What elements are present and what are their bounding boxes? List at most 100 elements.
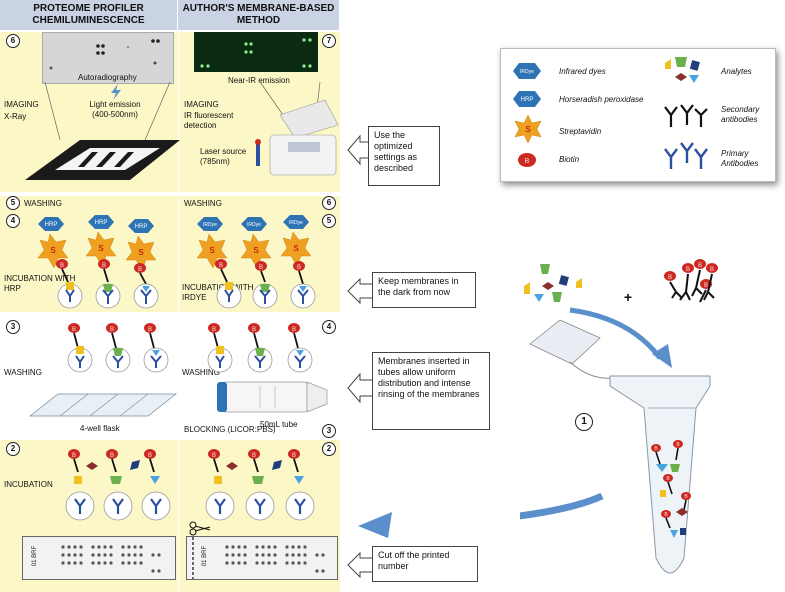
membrane-right: 01 BRF <box>186 536 338 580</box>
secondary-antibodies-icon <box>664 104 708 127</box>
streptavidin-tag: S <box>138 248 143 257</box>
step-number-badge: 7 <box>322 34 336 48</box>
imaging-label-right: IMAGING <box>184 100 219 109</box>
scissors-icon <box>189 521 211 536</box>
svg-text:B: B <box>110 327 114 333</box>
biotin-icon: B <box>518 153 536 167</box>
hrp-tag: HRP <box>95 220 108 226</box>
step-number-badge: 2 <box>322 442 336 456</box>
svg-text:IRDye: IRDye <box>520 69 534 75</box>
svg-text:B: B <box>212 327 216 333</box>
legend-streptavidin: Streptavidin <box>559 127 602 136</box>
film-dots <box>49 39 160 70</box>
legend-hrp: Horseradish peroxidase <box>559 95 644 104</box>
autoradiography-film <box>42 32 174 84</box>
light-emission-label: Light emission (400-500nm) <box>89 100 141 119</box>
svg-text:B: B <box>710 267 714 273</box>
irdye-complex-illustration: IRDye S B IRDye S B IRDye S B <box>196 215 316 309</box>
incubation-complexes-right: B B B <box>205 449 315 521</box>
step-number-badge: 4 <box>6 214 20 228</box>
step-number-badge: 2 <box>6 442 20 456</box>
complex-3: HRP S B <box>125 219 159 309</box>
svg-text:B: B <box>252 327 256 333</box>
complex-3: IRDye S B <box>280 215 316 309</box>
svg-text:B: B <box>110 453 114 459</box>
streptavidin-tag: S <box>253 246 258 255</box>
step-number-badge: 3 <box>6 320 20 334</box>
header-proteome-profiler: PROTEOME PROFILER CHEMILUMINESCENCE <box>0 0 178 30</box>
irdye-tag: IRDye <box>247 222 261 228</box>
plus-sign: + <box>624 289 632 305</box>
washing-label-left-mid: WASHING <box>4 368 42 377</box>
svg-text:B: B <box>212 453 216 459</box>
step-number-badge: 5 <box>322 214 336 228</box>
step-number-badge: 1 <box>575 413 593 431</box>
primary-antibodies-icon <box>664 142 708 169</box>
step-number-badge: 6 <box>322 196 336 210</box>
legend-analytes: Analytes <box>721 67 752 76</box>
complex-1: HRP S B <box>37 217 83 309</box>
callout-arrow-dark <box>347 277 374 305</box>
hrp-tag: HRP <box>135 224 148 230</box>
callout-dark: Keep membranes in the dark from now <box>372 272 476 308</box>
svg-text:B: B <box>664 512 668 518</box>
complex-2: IRDye S B <box>240 217 278 309</box>
biotin-tag: B <box>219 263 223 269</box>
laser-source-label: Laser source (785nm) <box>200 147 247 166</box>
callout-arrow-tubes <box>347 372 374 404</box>
xray-label: X-Ray <box>4 112 27 121</box>
washing-label-right: WASHING <box>184 199 222 208</box>
legend-primary-antibodies: Primary Antibodies <box>721 149 759 168</box>
callout-cut: Cut off the printed number <box>372 546 478 582</box>
complex-1: IRDye S B <box>196 217 242 309</box>
panel-right-washing <box>179 314 340 436</box>
incubation-irdye-label: INCUBATION WITH IRDYE <box>182 283 254 302</box>
membrane-dot-grid <box>192 537 325 579</box>
infrared-dye-icon: IRDye <box>513 63 541 79</box>
streptavidin-tag: S <box>98 244 103 253</box>
svg-text:B: B <box>698 263 702 269</box>
legend-biotin: Biotin <box>559 155 580 164</box>
tube-mixing-illustration: + B B B B B B B B B B <box>520 259 718 574</box>
ir-detection-label: IR fluorescent detection <box>184 111 234 130</box>
washed-complexes-left: B B B <box>67 323 169 373</box>
membrane-number-right: 01 BRF <box>202 545 209 567</box>
svg-text:B: B <box>668 275 672 281</box>
biotin-tag: B <box>297 265 301 271</box>
tube-contents: B B B B B <box>651 440 691 538</box>
biotin-tag: B <box>138 267 142 273</box>
membrane-number-left: 01 BRF <box>32 545 39 567</box>
irdye-tag: IRDye <box>203 222 217 228</box>
flask-label: 4-well flask <box>80 424 120 433</box>
incubation-label: INCUBATION <box>4 480 53 489</box>
ir-dots <box>200 38 312 68</box>
hrp-tag: HRP <box>45 222 58 228</box>
arrowhead-left <box>358 512 392 538</box>
svg-text:B: B <box>686 267 690 273</box>
imaging-label-left: IMAGING <box>4 100 39 109</box>
header-author-method: AUTHOR'S MEMBRANE-BASED METHOD <box>178 0 340 30</box>
legend-secondary-antibodies: Secondary antibodies <box>721 105 760 124</box>
tube-50ml-illustration <box>217 381 328 413</box>
washing-label-left: WASHING <box>24 199 62 208</box>
streptavidin-icon: S <box>514 114 542 144</box>
step-number-badge: 5 <box>6 196 20 210</box>
tube-label: 50mL tube <box>260 420 298 429</box>
svg-text:B: B <box>72 453 76 459</box>
legend-infrared-dyes: Infrared dyes <box>559 67 606 76</box>
step-number-badge: 6 <box>6 34 20 48</box>
svg-text:HRP: HRP <box>521 97 534 103</box>
legend-box: IRDye Infrared dyes HRP Horseradish pero… <box>500 48 776 182</box>
svg-text:S: S <box>525 125 530 134</box>
svg-text:B: B <box>292 327 296 333</box>
washed-complexes-right: B B B <box>207 323 313 373</box>
svg-text:B: B <box>148 453 152 459</box>
hrp-complex-illustration: HRP S B HRP S B HRP S B <box>37 215 159 309</box>
svg-text:B: B <box>684 494 688 500</box>
callout-arrow-cut <box>347 551 374 579</box>
streptavidin-tag: S <box>293 244 298 253</box>
analytes-icon <box>665 57 700 83</box>
callout-tubes: Membranes inserted in tubes allow unifor… <box>372 352 490 430</box>
membrane-left: 01 BRF <box>22 536 176 580</box>
antibody-cluster: B B B B B <box>664 259 718 303</box>
